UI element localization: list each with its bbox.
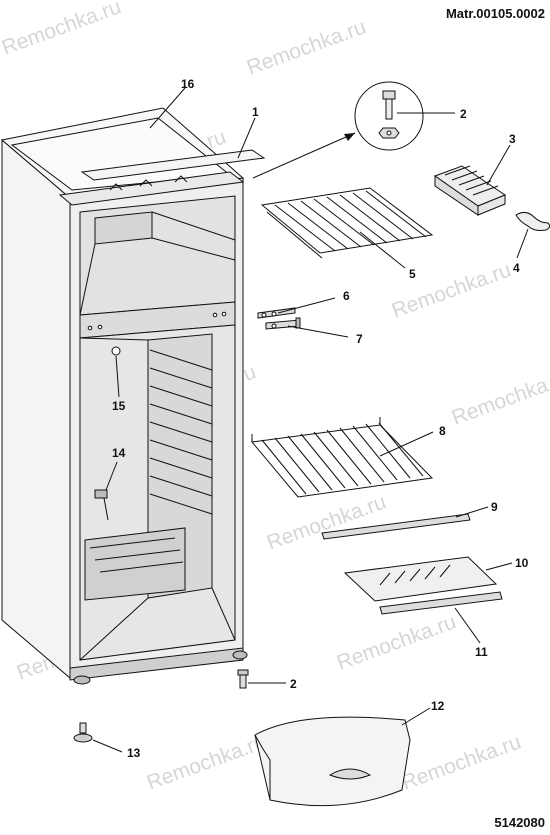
- callout-14: 14: [112, 446, 126, 460]
- detail-circle-part-2: [354, 81, 424, 151]
- callout-4: 4: [513, 261, 520, 275]
- callout-10: 10: [515, 556, 529, 570]
- door-bin-part-12: [254, 716, 411, 807]
- callout-labels: 16 1 2 3 4 5 6 7 8 9 10 11 12 13 14 15 2: [112, 77, 529, 760]
- callout-12: 12: [431, 699, 445, 713]
- callout-7: 7: [356, 332, 363, 346]
- wire-shelf-part-8: [251, 417, 434, 498]
- adjustable-foot-part-13: [73, 722, 93, 743]
- arrow-head: [344, 133, 355, 141]
- screw-hole: [87, 325, 93, 331]
- watermark: Remochka.ru: [389, 258, 514, 322]
- ice-tray-part-3: [433, 165, 507, 216]
- screw-hole: [97, 324, 103, 330]
- callout-1: 1: [252, 105, 259, 119]
- screw-hole: [212, 312, 218, 318]
- thermostat-knob-part-14: [94, 489, 109, 521]
- front-foot-right: [232, 650, 248, 660]
- drawing-number: 5142080: [494, 815, 545, 830]
- callout-16: 16: [181, 77, 195, 91]
- front-foot-left: [73, 675, 91, 685]
- shelf-trim-part-9: [321, 513, 471, 540]
- callout-2: 2: [460, 107, 467, 121]
- watermark: Remochka.ru: [0, 0, 124, 60]
- scraper-part-4: [515, 211, 550, 231]
- callout-2-bottom: 2: [290, 677, 297, 691]
- top-trim-part-1: [80, 149, 266, 181]
- callout-6: 6: [343, 289, 350, 303]
- watermark: Remochka.ru: [264, 490, 389, 554]
- kick-plate: [69, 647, 244, 681]
- pin-part-15: [111, 346, 121, 356]
- callout-13: 13: [127, 746, 141, 760]
- shelf-trim-part-11: [379, 591, 503, 615]
- glass-shelf-part-10: [343, 556, 498, 602]
- watermark: Remochka.ru: [144, 730, 269, 794]
- wire-shelf-part-5: [260, 187, 434, 259]
- detail-leader: [252, 132, 356, 179]
- watermark: Remochka.ru: [244, 15, 369, 79]
- watermark: Remochka.ru: [399, 730, 524, 794]
- watermark: Remochka.ru: [449, 365, 550, 429]
- callout-8: 8: [439, 424, 446, 438]
- cabinet: [0, 107, 248, 685]
- cabinet-left-side: [1, 138, 71, 680]
- leader-lines: [92, 87, 529, 753]
- shelf-rails: [149, 349, 213, 515]
- screw-hole: [221, 311, 227, 317]
- top-cover-part-16: [58, 171, 245, 206]
- callout-3: 3: [509, 132, 516, 146]
- screw-part-2-bottom: [237, 669, 249, 689]
- callout-9: 9: [491, 500, 498, 514]
- callout-15: 15: [112, 399, 126, 413]
- watermark: Remochka.ru: [334, 610, 459, 674]
- callout-5: 5: [409, 267, 416, 281]
- freezer-back-wall: [94, 211, 153, 245]
- callout-11: 11: [475, 645, 488, 659]
- model-number: Matr.00105.0002: [446, 6, 545, 21]
